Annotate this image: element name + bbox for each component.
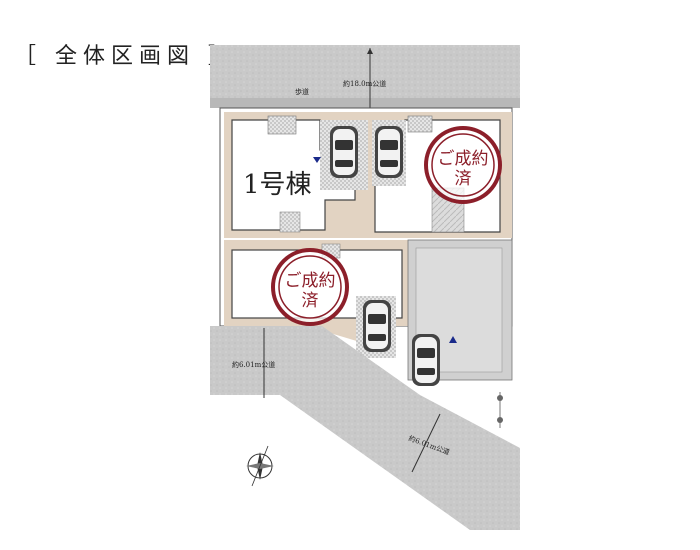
sidewalk-label: 歩道 — [295, 87, 309, 96]
utility-pole-icon — [497, 417, 503, 423]
sold-stamp-line1: ご成約 — [285, 271, 336, 291]
north-road — [210, 45, 520, 107]
sidewalk-strip — [210, 98, 520, 108]
lot-1-entrance — [267, 115, 297, 135]
entrance-marker-icon — [449, 336, 457, 343]
lower-road — [210, 326, 520, 530]
car-icon — [412, 334, 440, 386]
north-road-label: 約18.0m公道 — [343, 79, 386, 88]
car-icon — [363, 300, 391, 352]
sold-stamp: ご成約 済 — [424, 126, 502, 204]
utility-pole-icon — [497, 395, 503, 401]
south-road-dimension — [411, 413, 441, 473]
lot-1-porch — [279, 211, 301, 233]
lot-1-label: 1号棟 — [243, 170, 312, 200]
sold-stamp-line1: ご成約 — [438, 149, 489, 169]
west-road-label: 約6.01m公道 — [232, 360, 275, 369]
north-arrowhead — [367, 48, 373, 54]
sold-stamp-line2: 済 — [455, 169, 472, 189]
car-icon — [330, 126, 358, 178]
car-icon — [375, 126, 403, 178]
page-title: ［ 全体区画図 ］ — [14, 44, 236, 69]
entrance-marker-icon — [313, 157, 321, 163]
lot-2-entrance — [407, 115, 433, 133]
sold-stamp-line2: 済 — [302, 291, 319, 311]
compass-icon — [246, 445, 274, 487]
sold-stamp: ご成約 済 — [271, 248, 349, 326]
